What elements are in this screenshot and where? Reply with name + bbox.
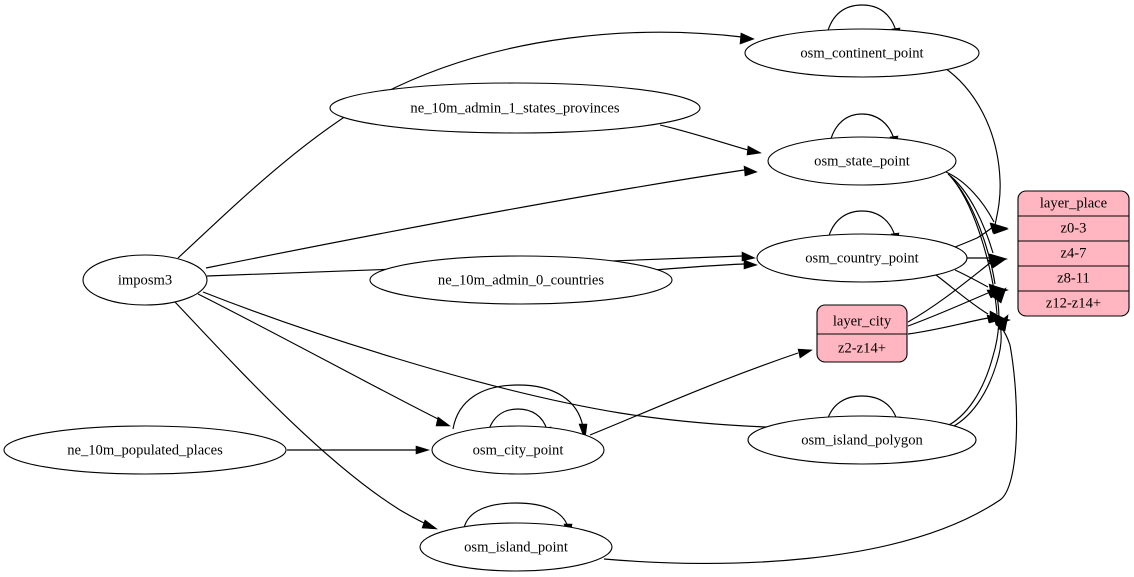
node-imposm3[interactable]: imposm3 [82, 254, 208, 306]
edge-imposm3-to-osm_state_point [205, 165, 758, 269]
edge-osm_country_point-to-layer_place-z0-3 [954, 222, 1008, 248]
edge-imposm3-to-osm_city_point [197, 293, 451, 427]
edge-ne_populated-to-osm_city_point [287, 445, 431, 455]
node-osm-city-point[interactable]: osm_city_point [431, 425, 605, 475]
edge-imposm3-to-osm_island_polygon [202, 291, 811, 434]
node-osm-country-point[interactable]: osm_country_point [756, 233, 968, 283]
node-layer: imposm3 ne_10m_admin_1_states_provinces … [3, 28, 1130, 572]
node-osm-continent-point[interactable]: osm_continent_point [744, 28, 980, 78]
edge-ne_countries-to-osm_country_point [654, 259, 758, 271]
edge-ne_states-to-osm_state_point [659, 124, 762, 156]
node-ne-10m-admin-0-countries[interactable]: ne_10m_admin_0_countries [369, 255, 673, 305]
edge-imposm3-to-osm_continent_point [177, 31, 755, 259]
node-ne-10m-admin-1-states-provinces[interactable]: ne_10m_admin_1_states_provinces [329, 82, 701, 134]
edge-osm_island_polygon-to-layer_place-z8-11 [944, 287, 1007, 428]
node-osm-state-point[interactable]: osm_state_point [767, 136, 957, 186]
edge-imposm3-to-osm_island_point [174, 301, 438, 530]
edge-osm_island_polygon-to-layer_place-z12-z14 [947, 314, 1009, 430]
node-ne-10m-populated-places[interactable]: ne_10m_populated_places [3, 425, 287, 475]
node-osm-island-polygon[interactable]: osm_island_polygon [747, 415, 977, 465]
node-layer-place[interactable]: layer_place z0-3 z4-7 z8-11 z12-z14+ [1017, 190, 1130, 317]
edge-layer_city-to-layer_place-z4-7 [907, 258, 1008, 323]
node-layer-city[interactable]: layer_city z2-z14+ [816, 304, 908, 363]
edge-osm_city_point-to-layer_city [589, 348, 813, 436]
edge-osm_island_point-to-layer_place-z12-z14 [603, 315, 1018, 564]
edge-layer_city-to-layer_place-z12-z14 [907, 314, 1006, 335]
node-osm-island-point[interactable]: osm_island_point [419, 522, 613, 572]
